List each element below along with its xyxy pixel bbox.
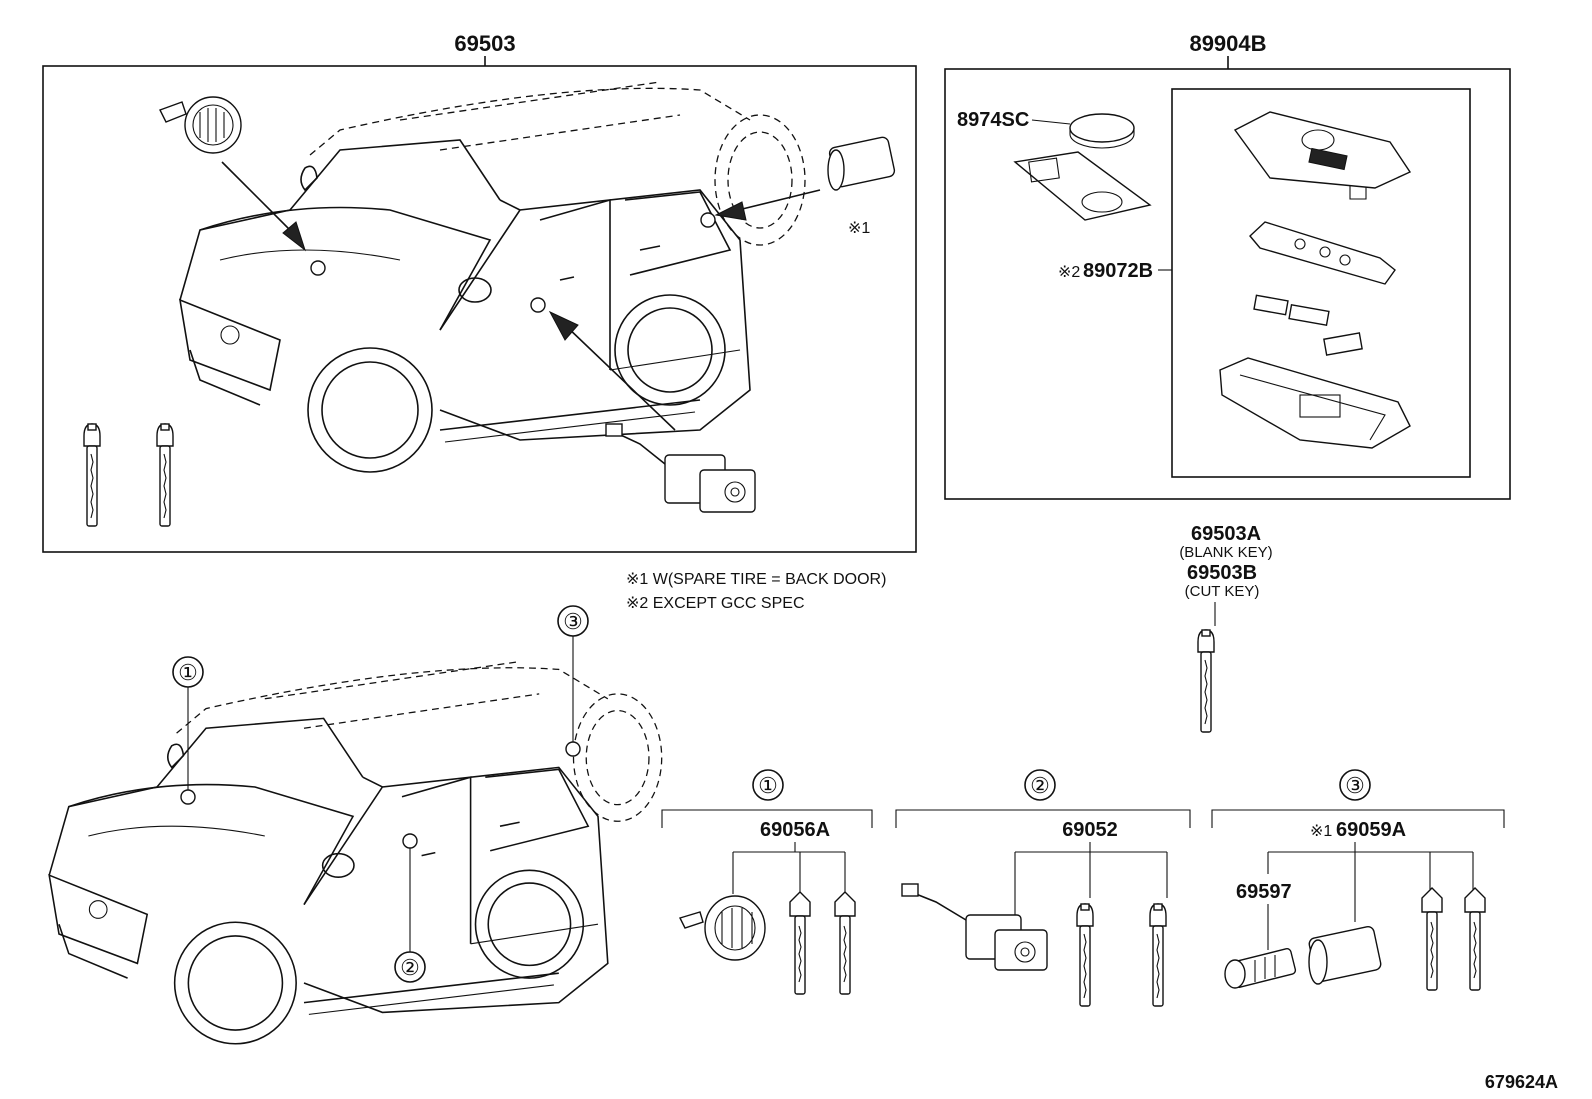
label-set3-part: 69059A <box>1336 819 1406 841</box>
arrowhead-back-door <box>714 201 747 221</box>
callout-1-text: ① <box>178 660 198 685</box>
set2-callout <box>1024 769 1056 801</box>
callout-3-text: ③ <box>563 609 583 634</box>
set1-callout <box>752 769 784 801</box>
back-door-sleeve <box>827 136 896 191</box>
set2-leaders <box>1014 842 1168 924</box>
key-left-1 <box>83 423 101 527</box>
set1-ignition-cylinder <box>679 895 766 961</box>
label-transmitter-case: 89072B <box>1083 260 1153 282</box>
set3-bracket <box>1211 809 1505 828</box>
set3-key-1 <box>1421 887 1443 991</box>
set3-callout <box>1339 769 1371 801</box>
fob-button-pad <box>1249 221 1396 285</box>
transmitter-set-box <box>944 68 1511 500</box>
single-key <box>1197 629 1215 733</box>
leader-battery <box>1031 119 1071 125</box>
label-transmitter-set: 89904B <box>1189 31 1266 56</box>
fob-top-cover <box>1233 111 1412 200</box>
label-main-set: 69503 <box>454 31 515 56</box>
fob-bottom-case <box>1219 357 1411 449</box>
main-set-box <box>42 65 917 553</box>
set2-callout-text: ② <box>1030 773 1050 798</box>
set2-bracket <box>895 809 1191 828</box>
arrowhead-door-lock <box>548 310 579 341</box>
note1-marker: ※1 <box>848 220 870 237</box>
set2-key-2 <box>1149 903 1167 1007</box>
arrow-door-lock <box>564 324 676 431</box>
figure-id: 679624A <box>1485 1072 1558 1092</box>
set3-note-marker: ※1 <box>1310 823 1332 840</box>
set1-callout-text: ① <box>758 773 778 798</box>
point-callout-3 <box>565 741 581 757</box>
coin-battery <box>1069 113 1135 149</box>
set1-key-1 <box>789 891 811 995</box>
label-cut-key-desc: (CUT KEY) <box>1185 583 1260 600</box>
vehicle-illustration-top <box>179 81 806 473</box>
set2-door-lock <box>901 883 1048 971</box>
note1-text: ※1 W(SPARE TIRE = BACK DOOR) <box>626 571 886 588</box>
note2-marker: ※2 <box>1058 264 1080 281</box>
fob-circuit-parts <box>1253 294 1363 356</box>
set2-key-1 <box>1076 903 1094 1007</box>
vehicle-illustration-bottom <box>48 660 663 1045</box>
key-left-2 <box>156 423 174 527</box>
set3-callout-text: ③ <box>1345 773 1365 798</box>
set3-key-2 <box>1464 887 1486 991</box>
note2-text: ※2 EXCEPT GCC SPEC <box>626 595 805 612</box>
label-set2-part: 69052 <box>1062 819 1118 841</box>
arrow-back-door <box>729 189 821 213</box>
label-set1-part: 69056A <box>760 819 830 841</box>
point-callout-1 <box>180 789 196 805</box>
label-blank-key-desc: (BLANK KEY) <box>1179 544 1272 561</box>
label-cut-key-no: 69503B <box>1187 562 1257 584</box>
callout-2-text: ② <box>400 955 420 980</box>
set3-cylinder <box>1224 948 1297 989</box>
set3-leaders <box>1267 842 1474 922</box>
set3-sleeve <box>1308 926 1382 985</box>
point-callout-2 <box>402 833 418 849</box>
arrow-ignition <box>221 161 301 241</box>
label-blank-key-no: 69503A <box>1191 523 1261 545</box>
point-door-lock <box>530 297 546 313</box>
point-ignition <box>310 260 326 276</box>
ignition-cylinder <box>159 96 242 154</box>
arrowhead-ignition <box>282 221 306 252</box>
set1-bracket <box>661 809 873 828</box>
point-back-door <box>700 212 716 228</box>
set1-leaders <box>732 842 846 898</box>
transmitter-plate <box>1013 151 1152 221</box>
label-battery: 8974SC <box>957 109 1029 131</box>
label-set3-sub: 69597 <box>1236 881 1292 903</box>
set1-key-2 <box>834 891 856 995</box>
door-lock-cylinder <box>605 423 756 513</box>
transmitter-inner-box <box>1171 88 1471 478</box>
